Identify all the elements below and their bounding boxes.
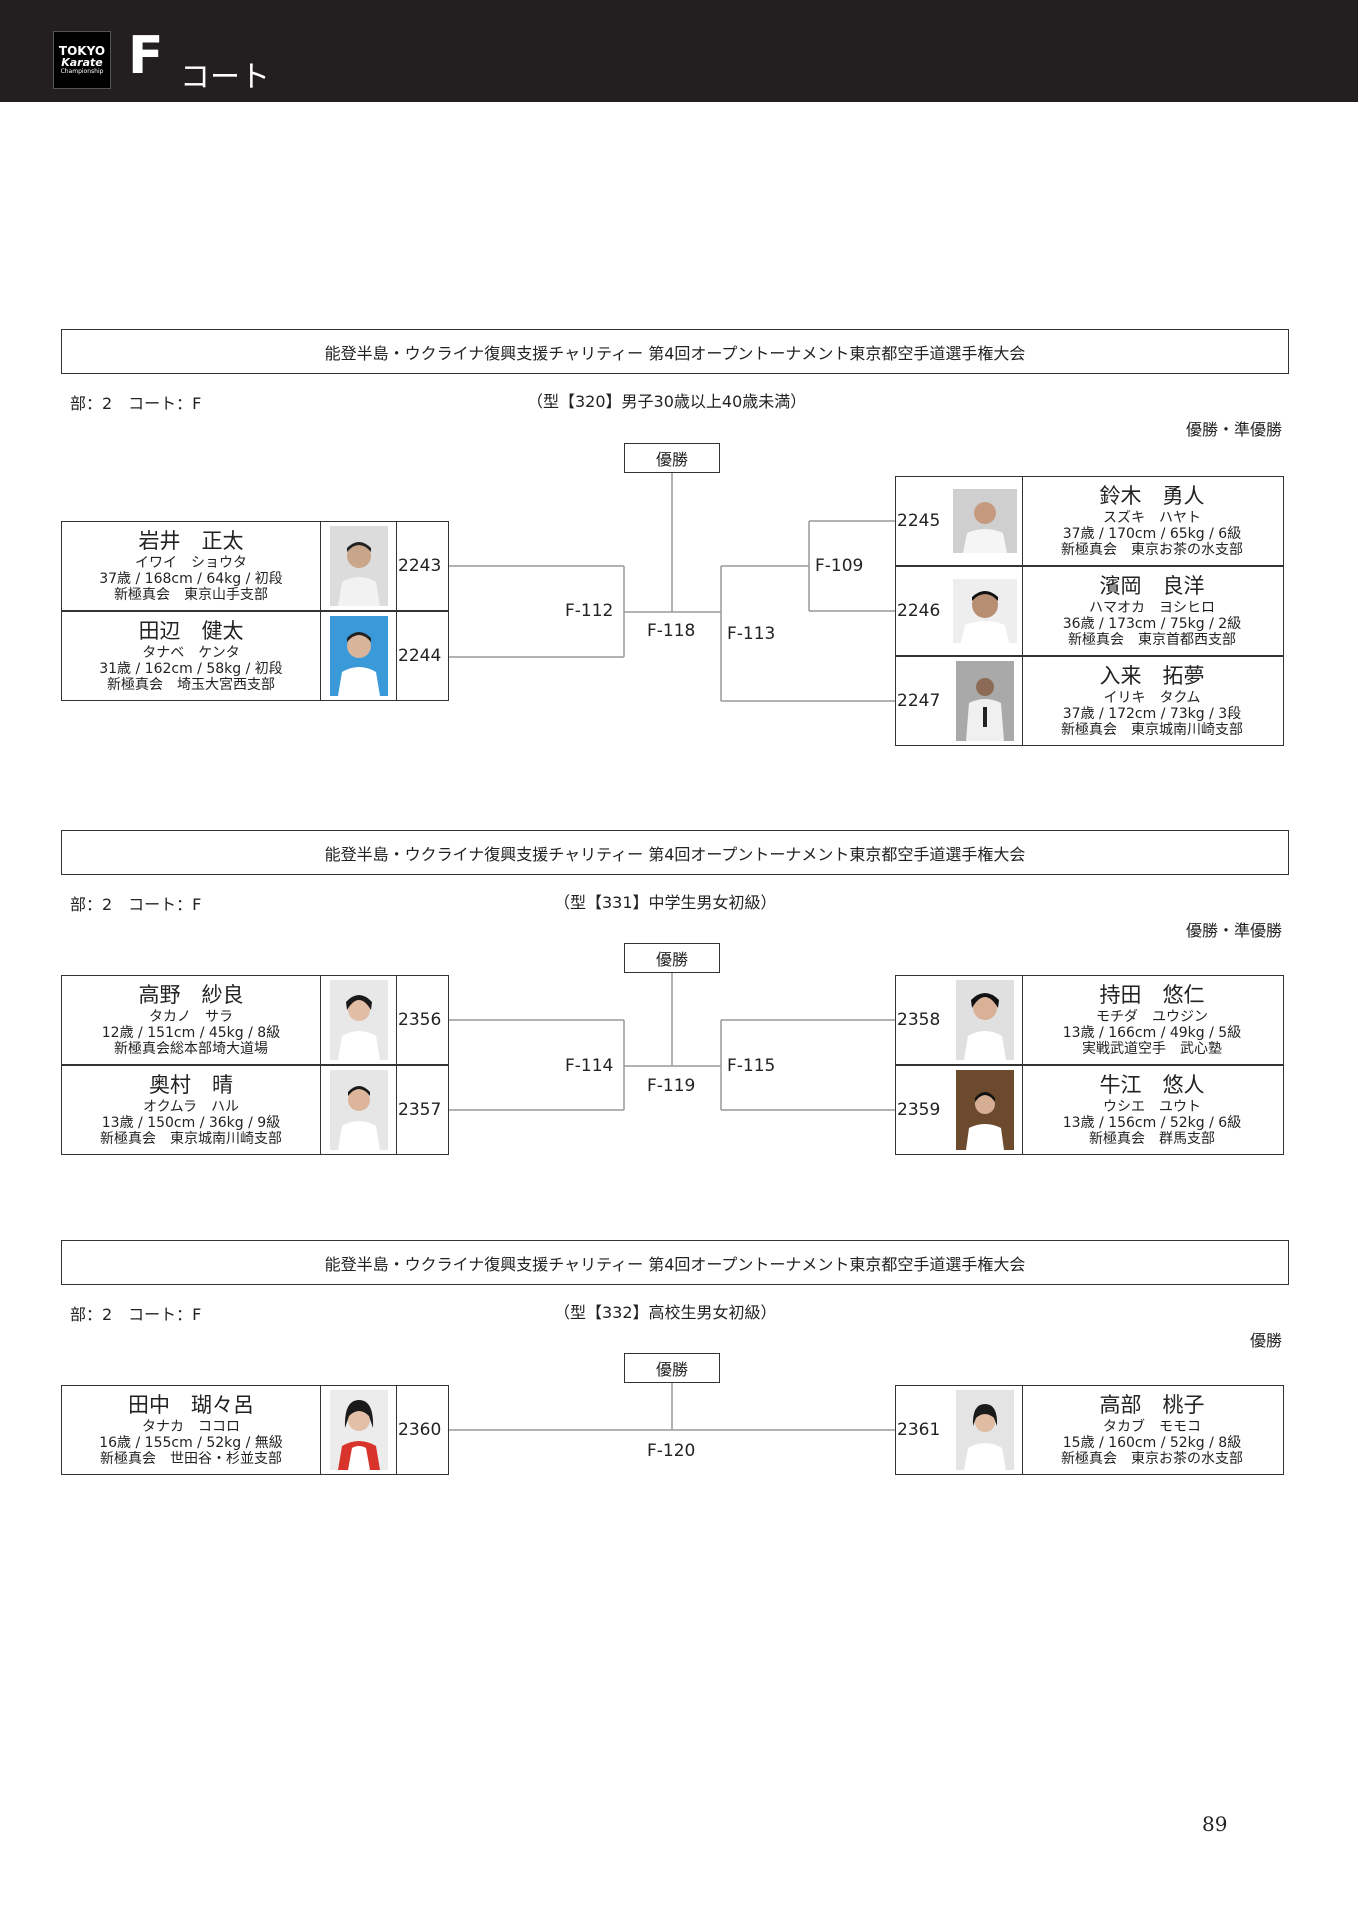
entry-number: 2360 [397, 1386, 448, 1474]
competitor-name: 高部 桃子 [1100, 1393, 1205, 1417]
page-number: 89 [1202, 1812, 1227, 1836]
competitor-club: 新極真会 世田谷・杉並支部 [100, 1451, 282, 1467]
competitor-photo [947, 1386, 1022, 1474]
person-photo-icon [330, 1390, 388, 1470]
person-photo-icon [956, 1390, 1014, 1470]
competitor-kana: タナカ ココロ [142, 1419, 240, 1435]
competitor-club: 新極真会 東京お茶の水支部 [1061, 1451, 1243, 1467]
competitor-entry: 田中 瑚々呂 タナカ ココロ 16歳 / 155cm / 52kg / 無級 新… [61, 1385, 449, 1475]
competitor-kana: タカブ モモコ [1103, 1419, 1201, 1435]
competitor-info: 高部 桃子 タカブ モモコ 15歳 / 160cm / 52kg / 8級 新極… [1022, 1386, 1281, 1474]
competitor-stats: 15歳 / 160cm / 52kg / 8級 [1063, 1435, 1241, 1451]
competitor-name: 田中 瑚々呂 [128, 1393, 254, 1417]
competitor-stats: 16歳 / 155cm / 52kg / 無級 [99, 1435, 283, 1451]
entry-number: 2361 [896, 1386, 947, 1474]
competitor-photo [321, 1386, 397, 1474]
match-label: F-120 [647, 1441, 695, 1461]
competitor-info: 田中 瑚々呂 タナカ ココロ 16歳 / 155cm / 52kg / 無級 新… [62, 1386, 321, 1474]
competitor-entry: 2361 高部 桃子 タカブ モモコ 15歳 / 160cm / 52kg / … [895, 1385, 1284, 1475]
